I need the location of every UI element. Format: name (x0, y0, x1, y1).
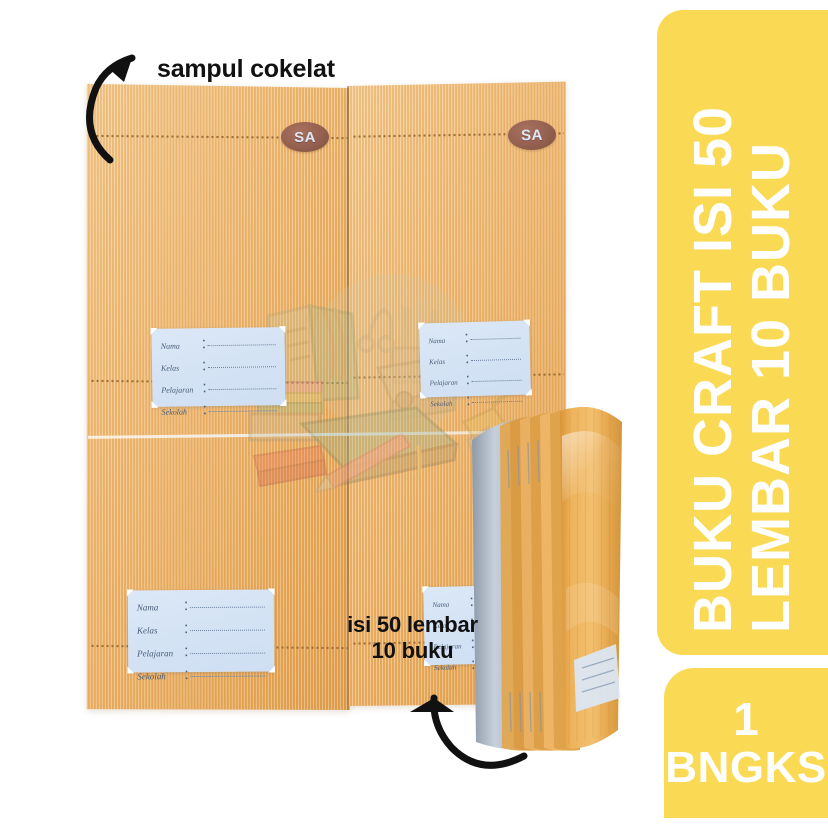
label-field-row: Kelas : (160, 356, 277, 376)
callout-arrow-curve-icon (410, 694, 528, 769)
annotation-isi-lembar: isi 50 lembar 10 buku (325, 612, 500, 664)
annotation-line-2: 10 buku (371, 637, 454, 663)
label-field-separator: : (183, 620, 189, 638)
label-field-key: Sekolah (137, 671, 166, 682)
label-field-separator: : (201, 357, 207, 375)
sa-logo-text: SA (294, 128, 316, 146)
label-field-separator: : (184, 643, 189, 661)
label-field-row: Kelas : (137, 620, 265, 639)
promo-banner: BUKU CRAFT ISI 50 LEMBAR 10 BUKU (657, 10, 828, 655)
label-field-row: Pelajaran : (429, 370, 522, 391)
label-field-dots (208, 344, 276, 347)
promo-banner-line-1: BUKU CRAFT ISI 50 (683, 105, 744, 633)
label-field-separator: : (464, 329, 470, 347)
label-field-dots (208, 388, 277, 391)
label-field-separator: : (183, 597, 189, 615)
promo-banner-text-group: BUKU CRAFT ISI 50 LEMBAR 10 BUKU (657, 10, 828, 655)
label-field-dots (472, 379, 522, 383)
label-field-key: Nama (136, 602, 159, 613)
label-field-separator: : (464, 350, 470, 368)
name-label-card: Nama : Kelas : Pelajaran : Sekolah : (418, 320, 532, 409)
label-field-key: Pelajaran (137, 648, 174, 659)
sa-logo-text: SA (520, 126, 544, 144)
label-field-dots (190, 606, 265, 609)
label-field-key: Kelas (136, 625, 158, 636)
label-field-dots (470, 337, 521, 341)
label-field-key: Nama (428, 336, 446, 346)
label-field-separator: : (201, 335, 207, 353)
label-field-row: Sekolah : (161, 400, 277, 420)
label-field-key: Nama (432, 600, 450, 610)
vertical-fold-line (347, 86, 349, 710)
label-field-separator: : (184, 666, 189, 684)
quantity-badge: 1 BNGKS (664, 668, 828, 818)
name-label-card: Nama : Kelas : Pelajaran : Sekolah : (151, 327, 286, 418)
label-field-dots (208, 366, 277, 369)
annotation-sampul-cokelat: sampul cokelat (157, 55, 335, 83)
label-field-row: Kelas : (428, 349, 522, 370)
annotation-line-1: isi 50 lembar (347, 612, 478, 637)
label-field-key: Nama (160, 341, 180, 351)
label-field-key: Sekolah (161, 407, 188, 417)
label-field-separator: : (202, 379, 207, 397)
callout-arrow-up-icon (86, 54, 136, 164)
label-field-row: Nama : (137, 597, 265, 616)
label-field-row: Sekolah : (137, 666, 266, 685)
label-field-row: Nama : (428, 328, 521, 349)
label-field-separator: : (202, 401, 208, 419)
label-field-dots (190, 675, 266, 678)
sa-brand-logo: SA (281, 122, 329, 152)
label-field-key: Kelas (160, 363, 180, 373)
label-field-row: Nama : (161, 334, 276, 354)
promo-banner-line-2: LEMBAR 10 BUKU (740, 141, 801, 633)
label-field-key: Kelas (428, 357, 446, 367)
label-field-dots (190, 629, 265, 632)
label-field-dots (190, 652, 266, 655)
label-field-separator: : (465, 371, 471, 389)
book-stack (472, 405, 622, 751)
name-label-card: Nama : Kelas : Pelajaran : Sekolah : (128, 589, 275, 683)
quantity-badge-unit: BNGKS (665, 743, 827, 792)
label-field-dots (471, 358, 522, 362)
label-field-dots (209, 410, 277, 413)
label-field-key: Pelajaran (429, 378, 458, 388)
label-field-row: Pelajaran : (161, 378, 277, 398)
label-field-key: Pelajaran (161, 385, 194, 395)
label-field-key: Sekolah (430, 399, 453, 409)
label-field-row: Pelajaran : (137, 643, 266, 662)
quantity-badge-number: 1 (733, 693, 759, 745)
